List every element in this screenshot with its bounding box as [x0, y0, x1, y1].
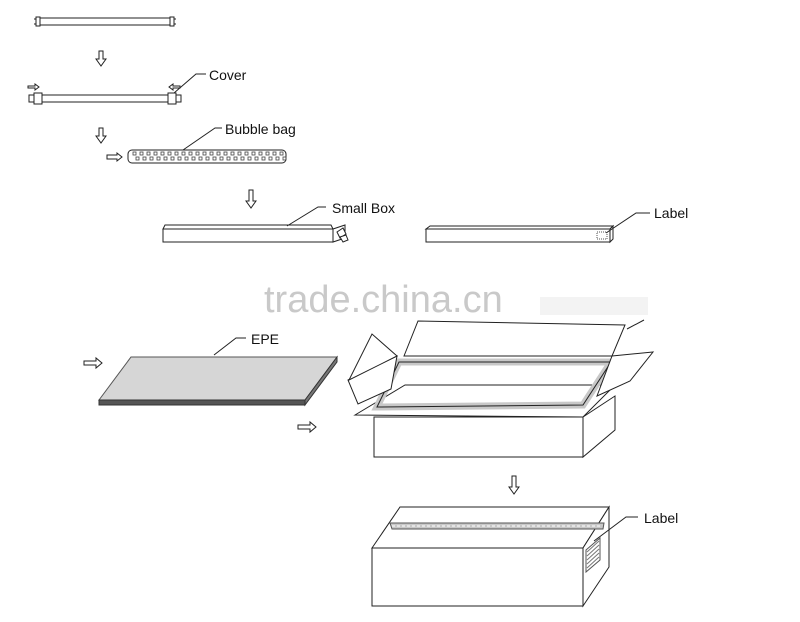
bubble: [279, 151, 284, 156]
bubble: [153, 151, 158, 156]
down-arrow-icon: [95, 50, 107, 67]
bubble-bag: Bubble bag: [106, 121, 296, 164]
bubble: [244, 151, 249, 156]
right-arrow-icon: [297, 420, 317, 434]
tube-with-covers: Cover: [27, 67, 247, 105]
bubble: [139, 151, 144, 156]
bubble: [237, 151, 242, 156]
bubble: [195, 151, 200, 156]
bubble: [167, 151, 172, 156]
bubble: [170, 156, 175, 161]
bubble-bag-label: Bubble bag: [225, 121, 296, 137]
bubble: [181, 151, 186, 156]
bubble: [191, 156, 196, 161]
small-box-label: Small Box: [332, 200, 395, 216]
bubble: [132, 151, 137, 156]
bubble: [275, 156, 280, 161]
tube-bare: [34, 16, 176, 27]
bubble: [174, 151, 179, 156]
bubble: [223, 151, 228, 156]
open-carton: [347, 319, 655, 459]
bubble: [188, 151, 193, 156]
bubble: [135, 156, 140, 161]
bubble: [177, 156, 182, 161]
bubble: [282, 156, 287, 161]
bubble: [212, 156, 217, 161]
bubble: [219, 156, 224, 161]
bubble: [142, 156, 147, 161]
bubble: [240, 156, 245, 161]
bubble: [163, 156, 168, 161]
right-arrow-icon: [106, 151, 123, 163]
epe-label: EPE: [251, 331, 279, 347]
bubble: [230, 151, 235, 156]
bubble: [247, 156, 252, 161]
right-arrow-icon: [83, 356, 103, 370]
watermark-bar: [540, 297, 648, 315]
sealed-carton: Label: [371, 505, 678, 608]
watermark: trade.china.cn: [264, 279, 503, 321]
cover-label: Cover: [209, 67, 247, 83]
epe-sheet: EPE: [83, 331, 338, 434]
bubble: [251, 151, 256, 156]
carton-label-tag: Label: [644, 510, 678, 526]
bubble: [184, 156, 189, 161]
bubble: [202, 151, 207, 156]
bubble: [268, 156, 273, 161]
bubble: [205, 156, 210, 161]
bubble: [258, 151, 263, 156]
bubble: [272, 151, 277, 156]
bubble: [209, 151, 214, 156]
bubble: [156, 156, 161, 161]
bubble: [261, 156, 266, 161]
down-arrow-icon: [245, 189, 257, 209]
bubble: [226, 156, 231, 161]
left-arrow-icon: [168, 83, 181, 91]
bubble: [216, 151, 221, 156]
bubble: [265, 151, 270, 156]
down-arrow-icon: [508, 475, 520, 495]
bubble: [254, 156, 259, 161]
bubble: [160, 151, 165, 156]
small-box: Small Box: [162, 200, 395, 243]
right-arrow-icon: [27, 83, 40, 91]
bubble: [233, 156, 238, 161]
small-box-labeled: Label: [424, 205, 688, 244]
down-arrow-icon: [95, 127, 107, 144]
bubble: [149, 156, 154, 161]
bubble: [146, 151, 151, 156]
bubble: [198, 156, 203, 161]
small-box-label-tag: Label: [654, 205, 688, 221]
